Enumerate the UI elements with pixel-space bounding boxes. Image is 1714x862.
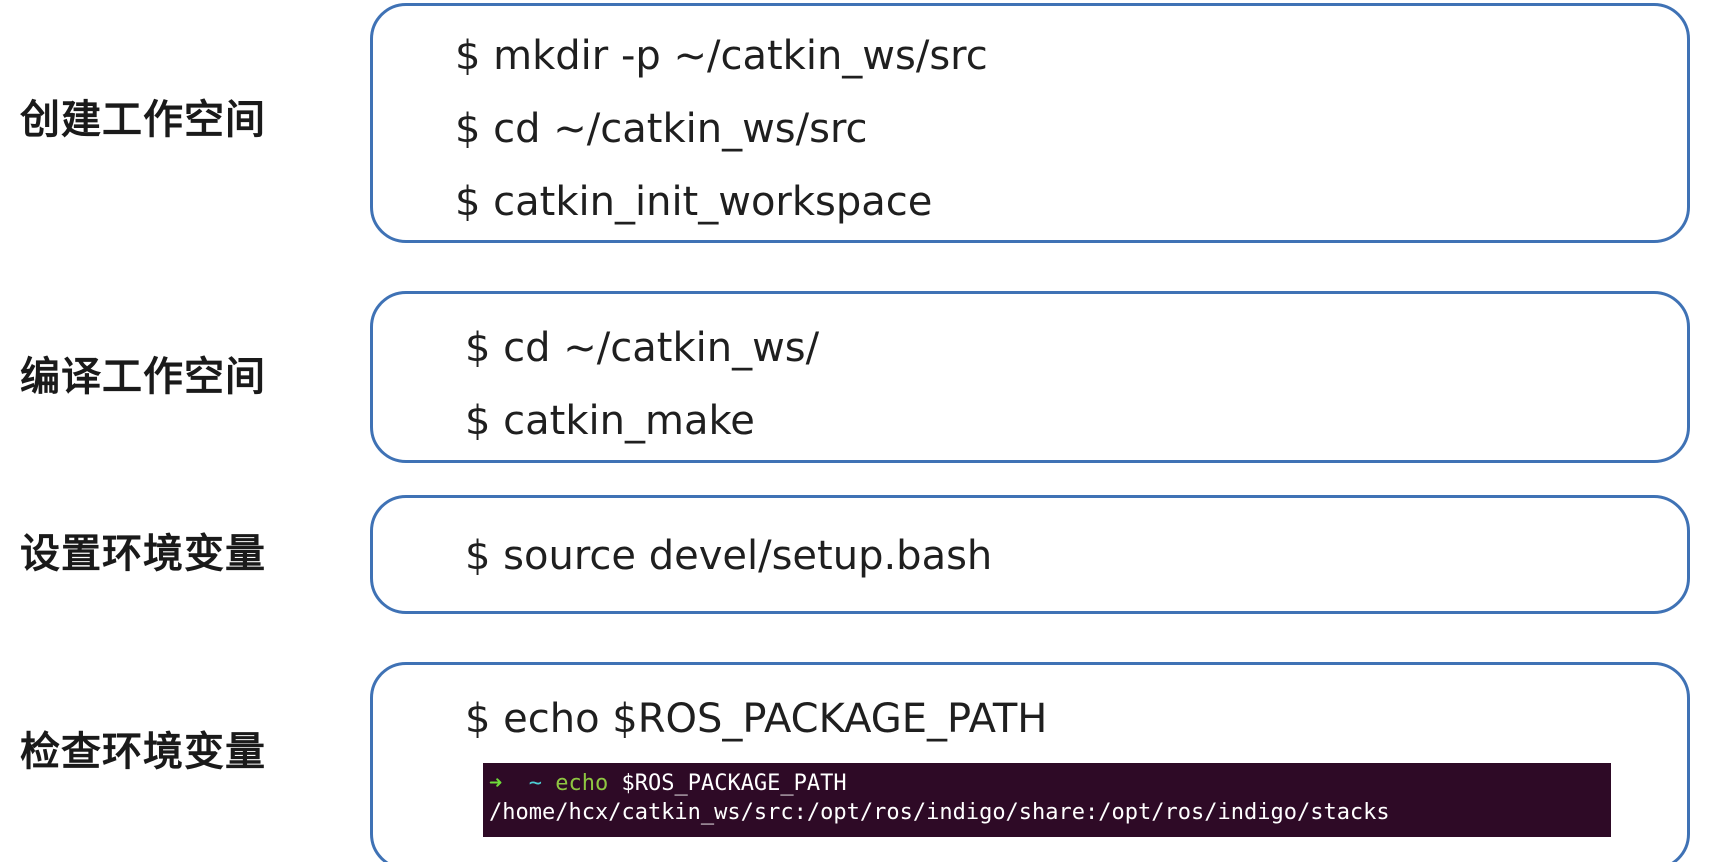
terminal-output: ➜ ~ echo $ROS_PACKAGE_PATH /home/hcx/cat… (483, 763, 1611, 837)
prompt-directory: ~ (528, 771, 542, 796)
terminal-command: echo (555, 771, 609, 796)
step-label-check-env: 检查环境变量 (20, 729, 266, 775)
command-line: $ mkdir -p ~/catkin_ws/src (455, 33, 988, 79)
terminal-argument: $ROS_PACKAGE_PATH (621, 771, 847, 796)
command-line: $ source devel/setup.bash (465, 533, 993, 579)
command-line: $ catkin_make (465, 398, 755, 444)
step-label-build-workspace: 编译工作空间 (20, 354, 266, 400)
command-box-build-workspace: $ cd ~/catkin_ws/ $ catkin_make (370, 291, 1690, 463)
command-line: $ echo $ROS_PACKAGE_PATH (465, 696, 1048, 742)
command-line: $ cd ~/catkin_ws/src (455, 106, 868, 152)
terminal-output-line: /home/hcx/catkin_ws/src:/opt/ros/indigo/… (489, 800, 1390, 825)
step-label-set-env: 设置环境变量 (20, 531, 266, 577)
command-box-check-env: $ echo $ROS_PACKAGE_PATH ➜ ~ echo $ROS_P… (370, 662, 1690, 862)
command-line: $ cd ~/catkin_ws/ (465, 325, 820, 371)
command-box-create-workspace: $ mkdir -p ~/catkin_ws/src $ cd ~/catkin… (370, 3, 1690, 243)
command-line: $ catkin_init_workspace (455, 179, 933, 225)
command-box-set-env: $ source devel/setup.bash (370, 495, 1690, 614)
prompt-arrow-icon: ➜ (489, 771, 503, 796)
step-label-create-workspace: 创建工作空间 (20, 97, 266, 143)
